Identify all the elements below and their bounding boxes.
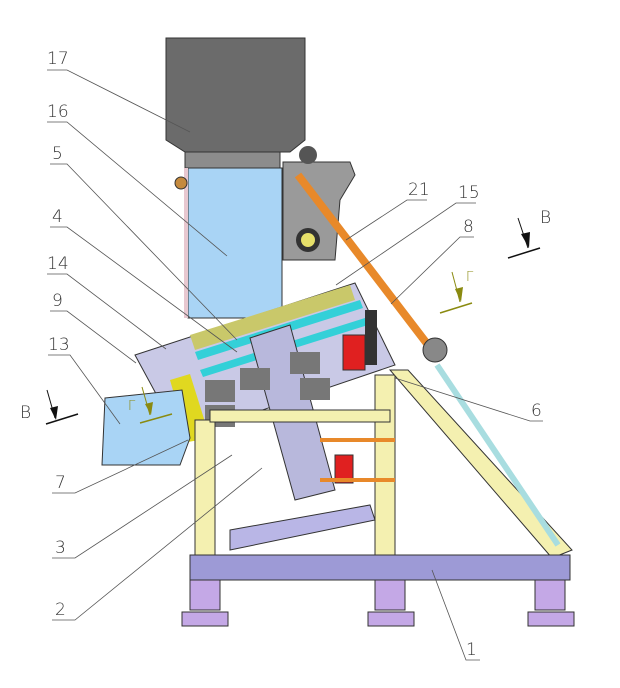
lower-brace (229, 504, 376, 551)
callout-16: 16 (47, 102, 69, 122)
section-arrows (45, 217, 541, 425)
callout-1: 1 (466, 640, 477, 660)
callout-5: 5 (52, 144, 63, 164)
discharge-box (101, 389, 191, 466)
callout-9: 9 (52, 291, 63, 311)
callout-4: 4 (52, 207, 63, 227)
pusher-rod (294, 172, 432, 348)
callout-13: 13 (48, 335, 70, 355)
section-v-right: В (540, 208, 551, 228)
section-g-right: Г (466, 270, 474, 285)
callout-21: 21 (408, 180, 430, 200)
section-v-left: В (20, 403, 31, 423)
callout-17: 17 (47, 49, 69, 69)
feed-chute (187, 167, 283, 319)
hopper-flange (184, 151, 281, 169)
leader-lines (47, 69, 543, 661)
rod-hinge (422, 337, 448, 363)
feet (181, 579, 575, 627)
callout-15: 15 (458, 183, 480, 203)
callout-14: 14 (47, 254, 69, 274)
drive-housing (282, 161, 356, 261)
cylinder (334, 454, 354, 484)
section-g-left: Г (128, 399, 136, 414)
hopper (165, 37, 306, 153)
base-beam (189, 554, 571, 581)
callout-2: 2 (55, 600, 66, 620)
valve-handle (174, 176, 188, 190)
motor (299, 146, 317, 164)
callout-7: 7 (55, 473, 66, 493)
callout-6: 6 (531, 401, 542, 421)
strut (434, 363, 561, 547)
callout-3: 3 (55, 538, 66, 558)
callout-8: 8 (463, 217, 474, 237)
support-frame (194, 369, 573, 561)
